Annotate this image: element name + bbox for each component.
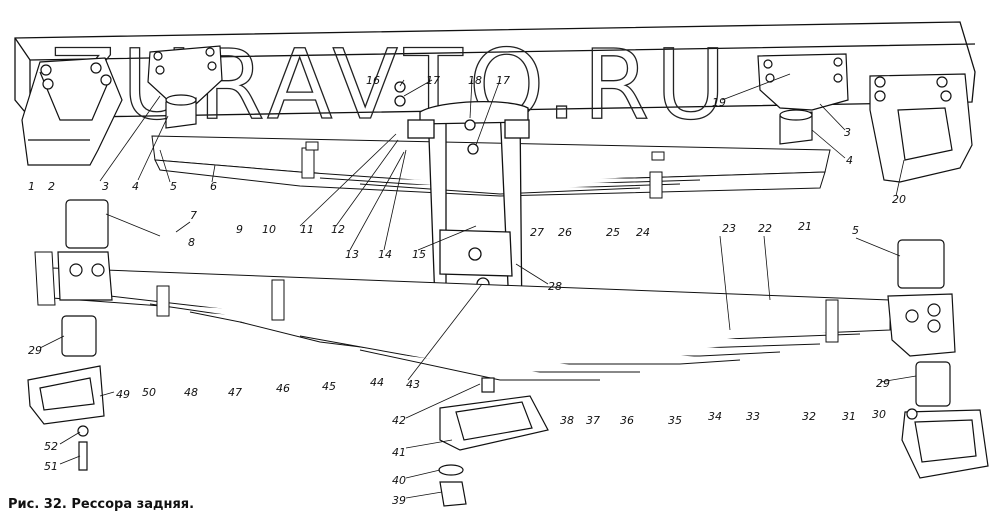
callout-39: 39: [392, 494, 406, 507]
callout-11: 11: [300, 223, 314, 236]
callout-5b: 5: [852, 224, 859, 237]
callout-3: 3: [102, 180, 109, 193]
callout-8: 8: [188, 236, 195, 249]
callout-labels: 1 2 3 4 5 6 9 10 11 12 13 14 15 16 17 18…: [28, 74, 906, 507]
callout-12: 12: [331, 223, 345, 236]
callout-21: 21: [798, 220, 812, 233]
callout-4: 4: [132, 180, 139, 193]
callout-2: 2: [48, 180, 55, 193]
callout-49: 49: [116, 388, 130, 401]
callout-43: 43: [406, 378, 420, 391]
callout-19: 19: [712, 96, 726, 109]
callout-36: 36: [620, 414, 634, 427]
callout-9: 9: [236, 223, 243, 236]
figure-caption: Рис. 32. Рессора задняя.: [8, 497, 195, 512]
callout-15: 15: [412, 248, 426, 261]
callout-29a: 29: [28, 344, 42, 357]
callout-4b: 4: [846, 154, 853, 167]
left-spring-end: [57, 199, 113, 357]
callout-48: 48: [184, 386, 198, 399]
callout-24: 24: [636, 226, 650, 239]
callout-27: 27: [530, 226, 544, 239]
lower-pad: [438, 377, 549, 507]
left-lower-seat: [27, 365, 105, 471]
callout-7: 7: [190, 209, 197, 222]
callout-37: 37: [586, 414, 600, 427]
callout-32: 32: [802, 410, 816, 423]
callout-35: 35: [668, 414, 682, 427]
callout-45: 45: [322, 380, 336, 393]
callout-10: 10: [262, 223, 276, 236]
leader-lines: [39, 73, 917, 499]
callout-30: 30: [872, 408, 886, 421]
callout-44: 44: [370, 376, 384, 389]
callout-18: 18: [468, 74, 482, 87]
callout-1: 1: [28, 180, 35, 193]
callout-51: 51: [44, 460, 58, 473]
callout-20: 20: [892, 193, 906, 206]
callout-28: 28: [548, 280, 562, 293]
callout-40: 40: [392, 474, 406, 487]
callout-17b: 17: [496, 74, 510, 87]
left-pad-bracket: [147, 45, 223, 129]
callout-22: 22: [758, 222, 772, 235]
callout-46: 46: [276, 382, 290, 395]
frame-rail: [14, 21, 976, 119]
right-spring-end: [887, 239, 956, 407]
callout-16: 16: [366, 74, 380, 87]
callout-52: 52: [44, 440, 58, 453]
callout-25: 25: [606, 226, 620, 239]
callout-6: 6: [210, 180, 217, 193]
right-pad-bracket: [757, 53, 849, 145]
callout-41: 41: [392, 446, 406, 459]
rear-bracket: [869, 73, 973, 183]
callout-14: 14: [378, 248, 392, 261]
callout-23: 23: [722, 222, 736, 235]
right-lower-seat: [901, 408, 989, 479]
callout-31: 31: [842, 410, 856, 423]
callout-26: 26: [558, 226, 572, 239]
callout-34: 34: [708, 410, 722, 423]
main-spring: [34, 251, 891, 381]
callout-17a: 17: [426, 74, 440, 87]
callout-29b: 29: [876, 377, 890, 390]
callout-42: 42: [392, 414, 406, 427]
auxiliary-spring: [151, 135, 831, 199]
callout-13: 13: [345, 248, 359, 261]
callout-5: 5: [170, 180, 177, 193]
front-bracket: [21, 57, 123, 166]
callout-50: 50: [142, 386, 156, 399]
callout-47: 47: [228, 386, 242, 399]
callout-33: 33: [746, 410, 760, 423]
callout-3b: 3: [844, 126, 851, 139]
callout-38: 38: [560, 414, 574, 427]
